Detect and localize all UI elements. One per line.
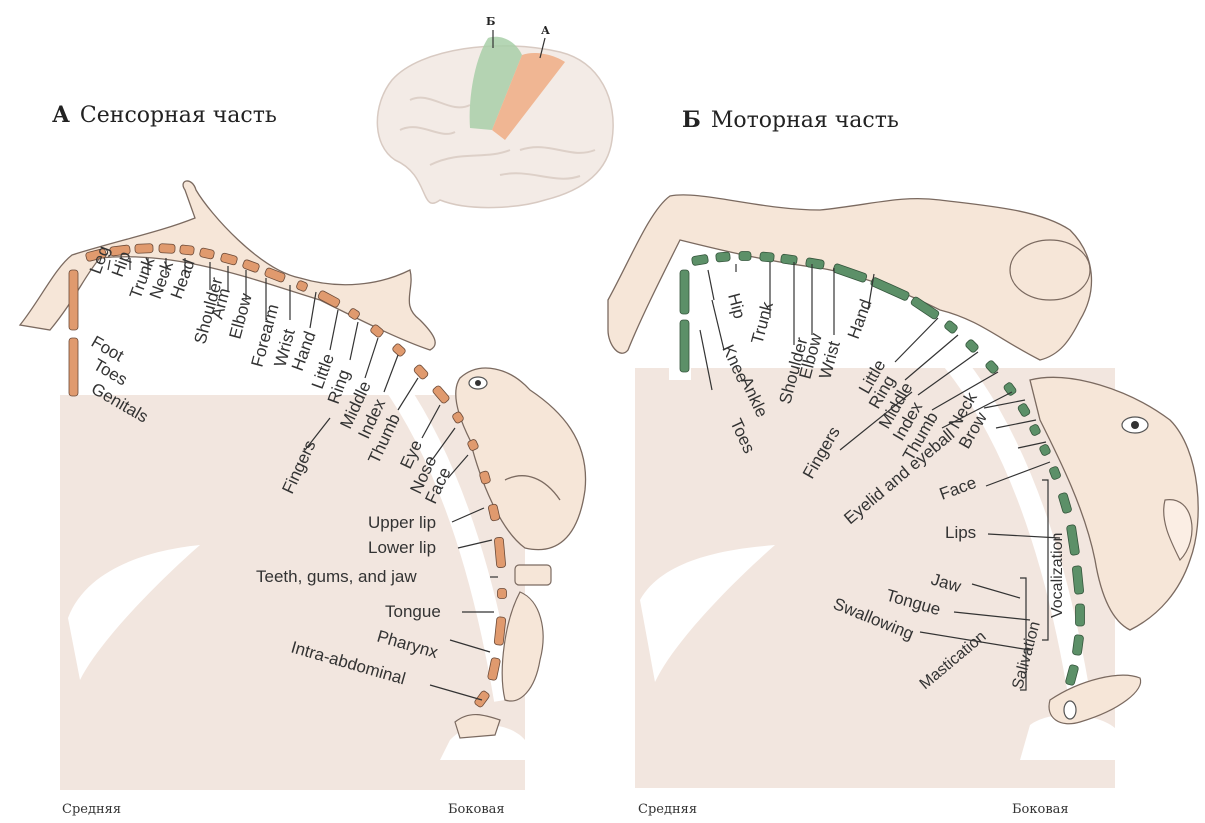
sensory-segment xyxy=(498,589,507,599)
motor-label: Hip xyxy=(724,291,749,321)
motor-segment xyxy=(716,252,731,262)
sensory-segment xyxy=(392,343,407,358)
brain-inset: Б А xyxy=(377,15,613,208)
motor-segment xyxy=(944,320,959,335)
sensory-segment xyxy=(159,244,175,254)
panel-b-section xyxy=(608,195,1198,788)
sensory-segment xyxy=(69,338,78,396)
motor-label: Vocalization xyxy=(1049,533,1066,618)
motor-segment xyxy=(760,252,775,262)
motor-segment xyxy=(680,270,689,314)
motor-segment xyxy=(739,252,751,261)
motor-segment xyxy=(780,254,797,265)
sensory-label: Upper lip xyxy=(368,513,436,532)
motor-segment xyxy=(1076,604,1085,626)
motor-segment xyxy=(680,320,689,372)
brain-label-b: Б xyxy=(486,15,495,28)
motor-label: Hand xyxy=(844,297,876,342)
sensory-segment xyxy=(413,364,429,380)
sensory-segment xyxy=(69,270,78,330)
sensory-segment xyxy=(135,244,153,254)
sensory-label: Tongue xyxy=(385,602,441,621)
sensory-label: Teeth, gums, and jaw xyxy=(256,567,417,586)
sensory-label: Lower lip xyxy=(368,538,436,557)
sensory-segment xyxy=(180,245,195,255)
motor-label: Trunk xyxy=(748,299,778,346)
brain-label-a: А xyxy=(541,24,550,37)
motor-label: Lips xyxy=(945,523,976,542)
motor-segment xyxy=(965,339,980,354)
